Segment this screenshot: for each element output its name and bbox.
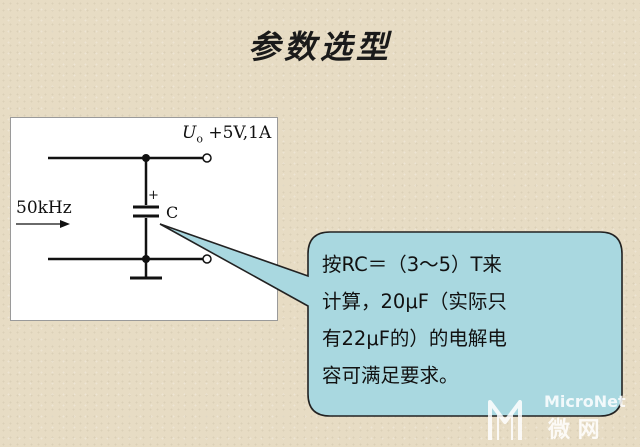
watermark-line1: MicroNet bbox=[544, 392, 626, 411]
circuit-panel bbox=[10, 117, 278, 321]
output-symbol: U bbox=[182, 123, 197, 143]
watermark-line2: 微 网 bbox=[548, 418, 600, 443]
callout-text: 按RC＝（3～5）T来 计算，20μF（实际只 有22μF的）的电解电 容可满足… bbox=[322, 253, 507, 387]
output-subscript: o bbox=[196, 132, 203, 146]
frequency-label: 50kHz bbox=[16, 198, 72, 218]
watermark-logo bbox=[488, 400, 522, 440]
output-terminal-bottom bbox=[202, 254, 212, 264]
input-arrow-head bbox=[60, 220, 70, 228]
output-label: Uo +5V,1A bbox=[182, 123, 271, 145]
output-terminal-top bbox=[202, 153, 212, 163]
callout-bubble bbox=[159, 223, 623, 417]
capacitor-polarity-mark: + bbox=[148, 188, 159, 203]
output-spec: +5V,1A bbox=[208, 123, 272, 143]
capacitor-label: C bbox=[166, 203, 179, 222]
slide-title: 参数选型 bbox=[247, 28, 392, 66]
